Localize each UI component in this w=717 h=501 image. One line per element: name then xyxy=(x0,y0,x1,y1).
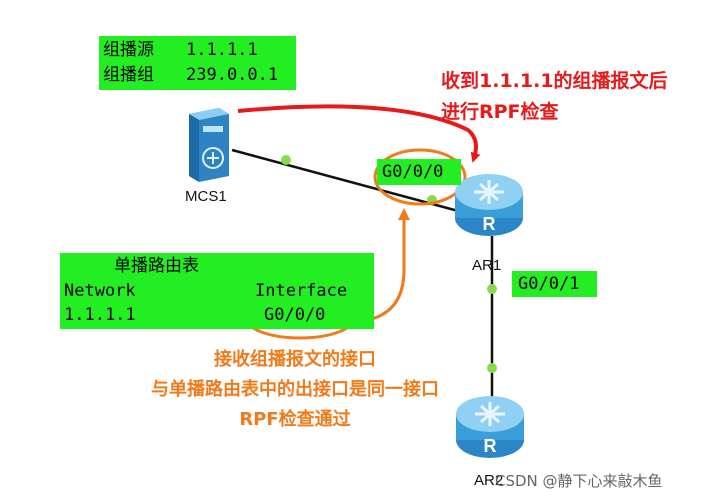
link-port-dot xyxy=(487,284,497,294)
ar1-g001-box xyxy=(512,271,597,297)
server-icon[interactable] xyxy=(183,106,233,182)
unicast-col-interface: Interface xyxy=(255,281,348,301)
router-label-ar2: AR2 xyxy=(474,472,504,489)
unicast-row-network: 1.1.1.1 xyxy=(64,305,136,325)
link-port-dot xyxy=(281,155,291,165)
ar1-g001-label: G0/0/1 xyxy=(518,274,580,294)
orange-annotation-line1: 接收组播报文的接口 xyxy=(214,349,376,370)
ar1-g000-box xyxy=(377,159,461,185)
red-annotation-line1: 收到1.1.1.1的组播报文后 xyxy=(441,70,668,92)
multicast-source-label: 组播源 xyxy=(103,40,154,60)
link-port-dot xyxy=(487,363,497,373)
unicast-row-interface: G0/0/0 xyxy=(264,305,326,325)
red-arrow xyxy=(237,104,481,163)
unicast-table-box xyxy=(60,253,374,329)
multicast-group-value: 239.0.0.1 xyxy=(186,65,279,85)
orange-annotation-line2: 与单播路由表中的出接口是同一接口 xyxy=(151,379,439,400)
red-annotation-line2: 进行RPF检查 xyxy=(441,101,559,123)
orange-annotation-line3: RPF检查通过 xyxy=(239,409,351,430)
unicast-col-network: Network xyxy=(64,281,136,301)
link-mcs1-ar1 xyxy=(231,148,463,214)
router-label-ar1: AR1 xyxy=(472,257,502,274)
multicast-source-value: 1.1.1.1 xyxy=(186,40,258,60)
svg-text:R: R xyxy=(484,436,497,456)
router-icon-ar2[interactable]: R xyxy=(453,394,527,460)
server-label: MCS1 xyxy=(185,188,227,205)
multicast-group-label: 组播组 xyxy=(103,65,154,85)
watermark: CSDN @静下心来敲木鱼 xyxy=(495,472,663,490)
multicast-info-box xyxy=(99,36,296,90)
svg-text:R: R xyxy=(483,214,496,234)
unicast-table-title: 单播路由表 xyxy=(114,256,199,276)
orange-circle-ar1-port xyxy=(373,148,467,206)
router-icon-ar1[interactable]: R xyxy=(452,172,526,238)
ar1-g000-label: G0/0/0 xyxy=(382,162,444,182)
